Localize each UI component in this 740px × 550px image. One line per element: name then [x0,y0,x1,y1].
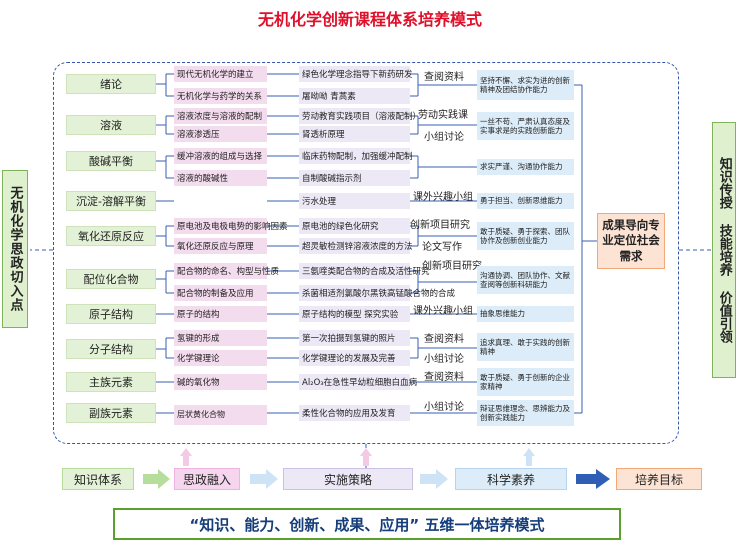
method-label: 劳动实践课 [418,110,468,121]
method-label: 小组讨论 [424,132,464,143]
subtopic-box: 层状黄化合物 [174,405,267,425]
ideology-box: 临床药物配制，加强缓冲配制 [299,148,413,164]
ideology-box: 劳动教育实践项目（溶液配制） [299,108,421,124]
result-box: 求实严谨、沟通协作能力 [477,159,574,175]
flow-step-literacy: 科学素养 [455,468,567,490]
topic-box: 原子结构 [66,304,156,324]
ideology-box: 柔性化合物的应用及发育 [299,405,410,421]
ideology-box: 超灵敏检测锌溶液浓度的方法 [299,238,413,254]
topic-box: 氧化还原反应 [66,226,156,246]
topic-box: 主族元素 [66,372,156,392]
ideology-box: 肾透析原理 [299,126,410,142]
topic-box: 副族元素 [66,403,156,423]
topic-box: 溶液 [66,115,156,135]
ideology-box: 自制酸碱指示剂 [299,170,410,186]
ideology-box: Al₂O₃在急性早幼粒细胞白血病 [299,374,417,390]
method-label: 论文写作 [422,242,462,253]
result-box: 坚持不懈、求实为进的创新精神及团结协作能力 [477,70,574,100]
result-box: 敢于质疑、勇于创新的企业家精神 [477,368,574,396]
topic-box: 沉淀-溶解平衡 [66,191,156,211]
ideology-box: 第一次拍摄到氢键的照片 [299,330,410,346]
goal-box: 成果导向专业定位社会需求 [597,213,665,269]
subtopic-box: 现代无机化学的建立 [174,66,267,82]
method-label: 课外兴趣小组 [413,192,473,203]
result-box: 沟通协调、团队协作、文献查阅等创新科研能力 [477,266,574,294]
result-box: 一丝不苟、严肃认真态度及实事求是的实践创新能力 [477,112,574,140]
ideology-box: 杀菌相适剂氯酸尔黑铁高锰酸合物的合成 [299,285,455,301]
subtopic-box: 无机化学与药学的关系 [174,88,267,104]
page-title: 无机化学创新课程体系培养模式 [257,10,482,29]
result-box: 敢于质疑、勇于探索、团队协作及创新创业能力 [477,222,574,250]
subtopic-box: 氢键的形成 [174,330,267,346]
ideology-box: 化学键理论的发展及完善 [299,350,410,366]
subtopic-box: 配合物的制备及应用 [174,285,267,301]
flow-step-knowledge: 知识体系 [62,468,134,490]
result-box: 勇于担当、创新思维能力 [477,193,574,209]
method-label: 创新项目研究 [422,261,482,272]
topic-box: 绪论 [66,74,156,94]
method-label: 课外兴趣小组 [413,306,473,317]
subtopic-box: 溶液浓度与溶液的配制 [174,108,267,124]
subtopic-box: 缓冲溶液的组成与选择 [174,148,267,164]
method-label: 查阅资料 [424,372,464,383]
topic-box: 配位化合物 [66,269,156,289]
side-left-label: 无机化学思政切入点 [2,170,28,328]
subtopic-box: 碱的氧化物 [174,374,267,390]
ideology-box: 屠呦呦 青蒿素 [299,88,410,104]
subtopic-box: 化学键理论 [174,350,267,366]
subtopic-box: 原子的结构 [174,306,267,322]
flow-step-strategy: 实施策略 [283,468,413,490]
subtopic-box: 原电池及电极电势的影响因素 [174,218,288,234]
subtopic-box: 氧化还原反应与原理 [174,238,267,254]
main-frame [53,62,679,444]
topic-box: 酸碱平衡 [66,151,156,171]
subtopic-box: 溶液的酸碱性 [174,170,267,186]
method-label: 查阅资料 [424,334,464,345]
flow-step-goal: 培养目标 [616,468,702,490]
ideology-box: 原子结构的模型 探究实验 [299,306,410,322]
method-label: 小组讨论 [424,402,464,413]
footer-banner: “知识、能力、创新、成果、应用” 五维一体培养模式 [113,508,621,540]
ideology-box: 绿色化学理念指导下新药研发 [299,66,413,82]
ideology-box: 污水处理 [299,193,410,209]
method-label: 查阅资料 [424,72,464,83]
result-box: 辩证思维理念、思辨能力及创新实践能力 [477,400,574,426]
subtopic-box: 溶液渗透压 [174,126,267,142]
ideology-box: 原电池的绿色化研究 [299,218,410,234]
result-box: 追求真理、敢于实践的创新精神 [477,333,574,361]
method-label: 小组讨论 [424,354,464,365]
side-right-label: 知识传授 技能培养 价值引领 [712,122,736,378]
subtopic-box: 配合物的命名、构型与性质 [174,263,279,279]
flow-step-ideology: 思政融入 [174,468,240,490]
result-box: 抽象思维能力 [477,306,574,322]
ideology-box: 三氨喹类配合物的合成及活性研究 [299,263,430,279]
topic-box: 分子结构 [66,339,156,359]
method-label: 创新项目研究 [410,220,470,231]
